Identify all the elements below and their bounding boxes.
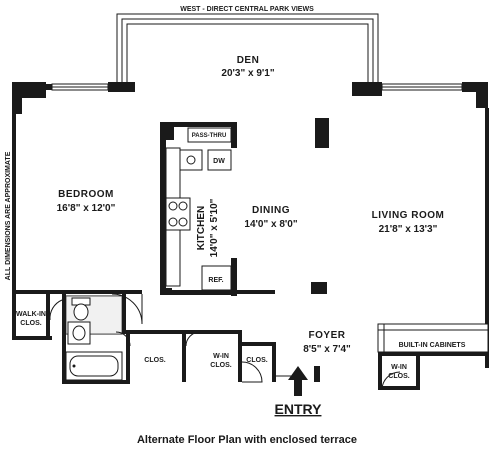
stove-icon <box>165 197 191 231</box>
exterior-walls <box>12 82 489 368</box>
dishwasher <box>207 149 232 171</box>
room-dining-dims: 14'0" x 8'0" <box>244 219 297 230</box>
dw-label: DW <box>213 158 225 165</box>
w-in-closet-3-label-1: W-IN <box>391 364 407 371</box>
refrigerator <box>201 265 232 291</box>
room-kitchen-dims: 14'0" x 5'10" <box>209 198 220 257</box>
bathroom-fixtures <box>65 295 123 381</box>
built-in-cabinets <box>377 323 489 353</box>
room-foyer-name: FOYER <box>309 330 346 341</box>
pass-thru-label: PASS-THRU <box>192 133 227 139</box>
room-bedroom-dims: 16'8" x 12'0" <box>57 203 116 214</box>
room-den-name: DEN <box>237 55 260 66</box>
room-living-dims: 21'8" x 13'3" <box>379 224 438 235</box>
entry-arrow-icon <box>288 366 308 396</box>
room-foyer-dims: 8'5" x 7'4" <box>303 344 351 355</box>
plan-caption: Alternate Floor Plan with enclosed terra… <box>137 434 357 446</box>
room-den-dims: 20'3" x 9'1" <box>221 68 274 79</box>
closet-2-label: CLOS. <box>246 357 267 364</box>
room-living-name: LIVING ROOM <box>372 210 445 221</box>
den-terrace-enclosure <box>116 13 379 84</box>
closet-label: CLOS. <box>144 357 165 364</box>
walkin-closet-label-1: WALK-IN <box>16 311 46 318</box>
sink-icon <box>179 149 203 171</box>
kitchen-fixtures <box>165 127 232 291</box>
walkin-closet-label-2: CLOS. <box>20 320 41 327</box>
w-in-closet-3-label-2: CLOS. <box>388 373 409 380</box>
room-bedroom-name: BEDROOM <box>58 189 114 200</box>
room-dining-name: DINING <box>252 205 290 216</box>
windows <box>51 83 463 91</box>
ref-label: REF. <box>208 277 223 284</box>
w-in-closet-label-2: CLOS. <box>210 362 231 369</box>
entry-label: ENTRY <box>275 401 323 417</box>
interior-walls <box>12 118 488 390</box>
w-in-closet-label-1: W-IN <box>213 353 229 360</box>
dimensions-note: ALL DIMENSIONS ARE APPROXIMATE <box>5 151 12 280</box>
builtin-cabinets-label: BUILT-IN CABINETS <box>399 342 466 349</box>
room-kitchen-name: KITCHEN <box>196 206 207 250</box>
views-label: WEST - DIRECT CENTRAL PARK VIEWS <box>180 6 314 13</box>
